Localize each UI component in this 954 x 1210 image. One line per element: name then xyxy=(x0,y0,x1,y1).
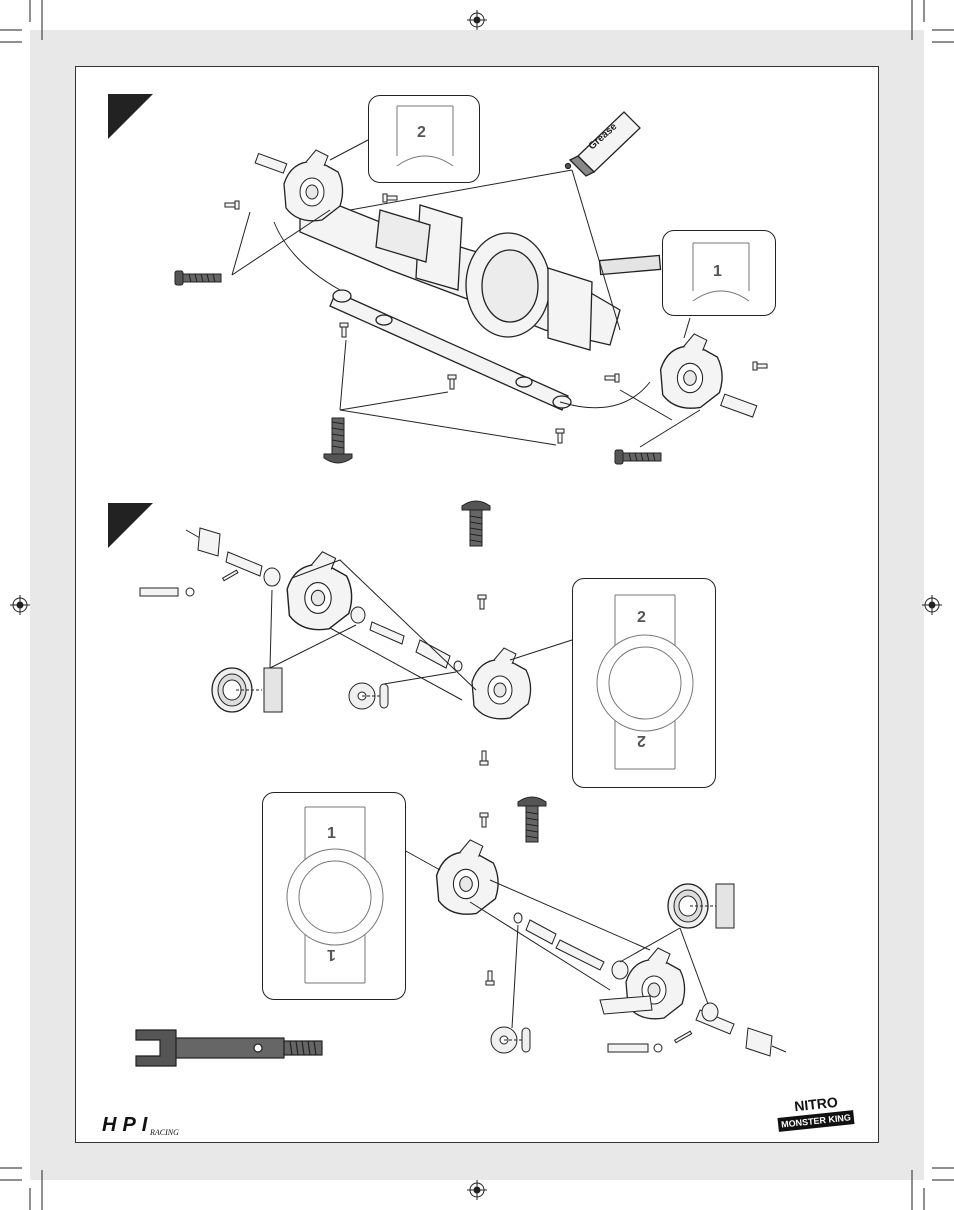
callout-number-inverted: 2 xyxy=(637,731,646,749)
racing-script: RACING xyxy=(150,1128,179,1137)
bearing-side-view xyxy=(264,668,282,712)
axle-housing xyxy=(300,190,660,350)
callout-low-left: 1 1 xyxy=(262,792,406,1000)
nitro-monster-king-logo: NITRO MONSTER KING xyxy=(778,1096,854,1138)
callout-top-left: 2 xyxy=(368,95,480,183)
callout-mid-right: 2 2 xyxy=(572,578,716,788)
axle-stub-right xyxy=(721,394,757,417)
callout-number: 2 xyxy=(417,124,426,142)
callout-number: 2 xyxy=(637,609,646,627)
axle-stub-left xyxy=(255,154,287,174)
bearing-side-view-bottom xyxy=(716,884,734,928)
callout-number-inverted: 1 xyxy=(327,945,336,963)
step-marker-2 xyxy=(108,503,153,548)
callout-number: 1 xyxy=(327,825,336,843)
drive-shaft xyxy=(136,1030,322,1066)
step-marker-1 xyxy=(108,94,153,139)
callout-number: 1 xyxy=(713,263,722,281)
hpi-logo: HPI RACING xyxy=(102,1114,198,1140)
callout-top-right: 1 xyxy=(662,230,776,316)
hpi-logo-text: HPI xyxy=(102,1114,153,1137)
